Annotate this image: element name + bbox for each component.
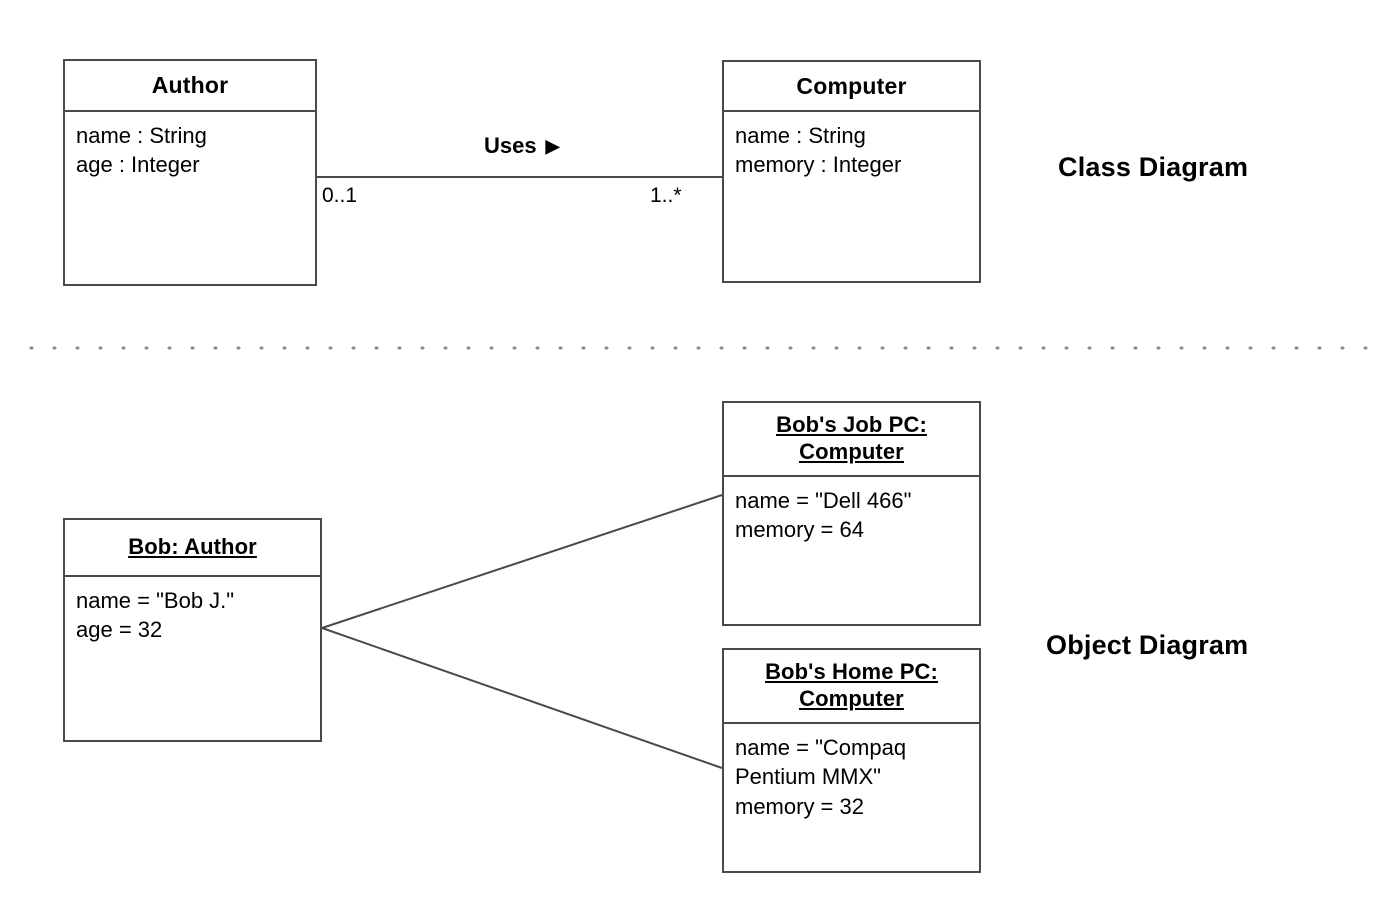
object-header-bobs-home-pc: Bob's Home PC: Computer [724,650,979,724]
class-attribute: name : String [735,123,866,148]
object-name-bobs-home-pc: Bob's Home PC: Computer [765,659,938,713]
object-name-bobs-job-pc: Bob's Job PC: Computer [776,412,927,466]
association-label-text: Uses [484,133,537,158]
object-header-bobs-job-pc: Bob's Job PC: Computer [724,403,979,477]
class-attribute: age : Integer [76,152,200,178]
object-slots-bobs-job-pc: name = "Dell 466" memory = 64 [724,477,979,545]
object-slots-bob-author: name = "Bob J." age = 32 [65,577,320,645]
object-slot: name = "Compaq [735,735,907,760]
class-box-computer[interactable]: Computer name : String memory : Integer [722,60,981,283]
object-title-line: Bob's Home PC: [765,659,938,685]
object-slots-bobs-home-pc: name = "Compaq Pentium MMX" memory = 32 [724,724,979,821]
object-link-bob-to-home-pc [321,627,723,769]
class-attributes-author: name : String age : Integer [65,112,315,180]
association-direction-arrow-icon: ▶ [545,136,560,156]
class-name-computer: Computer [796,72,907,99]
object-slot: memory = 64 [735,517,864,543]
class-attribute: memory : Integer [735,152,902,178]
object-title-line: Computer [799,439,904,464]
object-title-line: Computer [799,686,904,711]
object-title-line: Bob: Author [128,534,257,560]
object-box-bobs-job-pc[interactable]: Bob's Job PC: Computer name = "Dell 466"… [722,401,981,626]
class-name-author: Author [151,72,229,99]
class-header-author: Author [65,61,315,112]
object-title-line: Bob's Job PC: [776,412,927,438]
class-header-computer: Computer [724,62,979,112]
object-slot: Pentium MMX" [735,764,881,790]
multiplicity-target: 1..* [650,184,682,207]
object-slot: memory = 32 [735,793,864,819]
object-slot: name = "Dell 466" [735,488,912,513]
object-box-bob-author[interactable]: Bob: Author name = "Bob J." age = 32 [63,518,322,742]
object-name-bob-author: Bob: Author [128,534,257,561]
class-box-author[interactable]: Author name : String age : Integer [63,59,317,286]
object-slot: name = "Bob J." [76,588,235,613]
multiplicity-source: 0..1 [322,184,358,207]
class-attributes-computer: name : String memory : Integer [724,112,979,180]
class-attribute: name : String [76,123,207,148]
association-label-uses: Uses ▶ [484,133,559,159]
object-link-bob-to-job-pc [321,494,723,629]
object-slot: age = 32 [76,617,163,643]
object-header-bob-author: Bob: Author [65,520,320,577]
section-label-object-diagram: Object Diagram [1046,630,1249,660]
section-label-class-diagram: Class Diagram [1058,152,1249,182]
object-box-bobs-home-pc[interactable]: Bob's Home PC: Computer name = "Compaq P… [722,648,981,873]
